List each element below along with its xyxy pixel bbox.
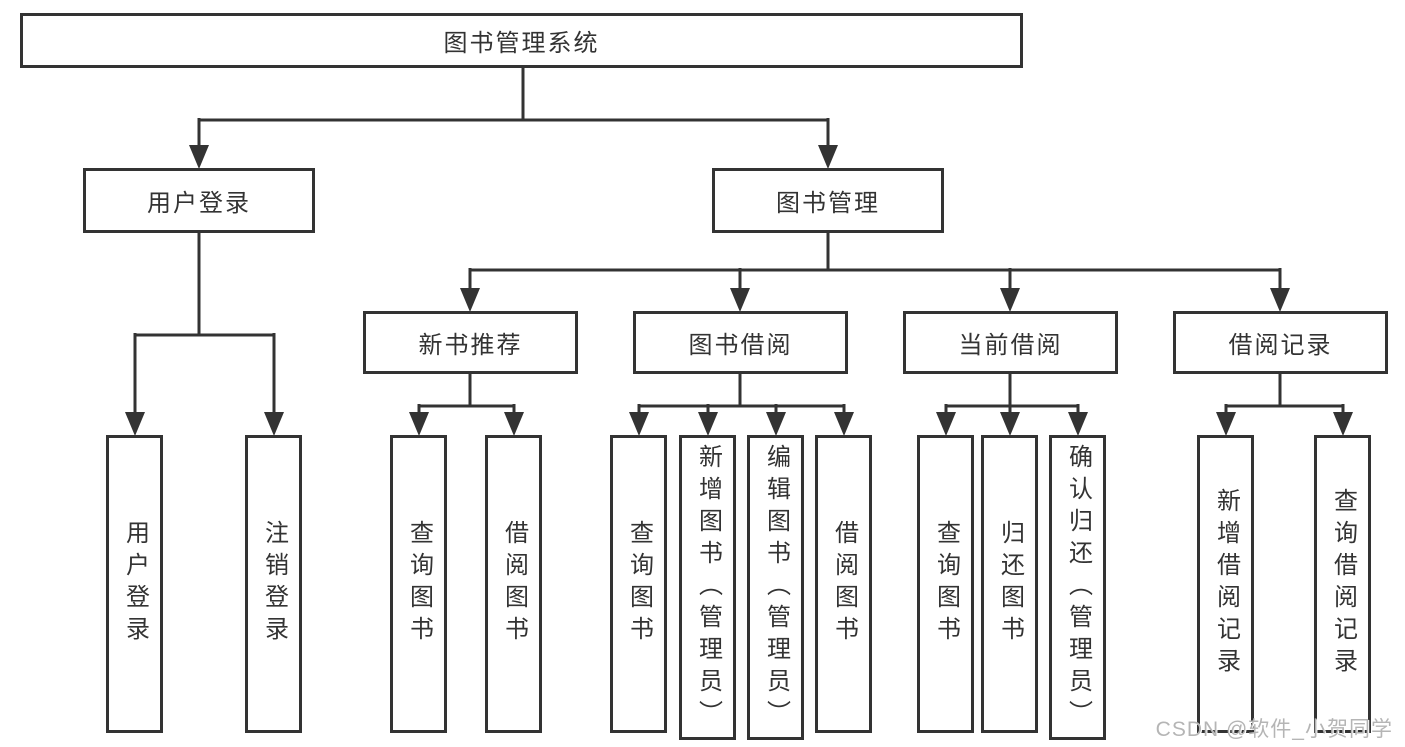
node-user-login: 用户登录 (83, 168, 315, 233)
node-root-label: 图书管理系统 (443, 30, 600, 57)
leaf-edit-books-admin: 编辑图书（管理员） (747, 435, 804, 740)
leaf-return-books: 归还图书 (981, 435, 1038, 733)
leaf-add-books-admin: 新增图书（管理员） (679, 435, 736, 740)
leaf-add-borrow-record: 新增借阅记录 (1197, 435, 1254, 733)
leaf-logout-label: 注销登录 (260, 520, 288, 648)
node-root-system: 图书管理系统 (20, 13, 1023, 68)
leaf-query-borrow-record-label: 查询借阅记录 (1329, 488, 1357, 680)
node-new-book-recommend: 新书推荐 (363, 311, 578, 374)
leaf-borrow-books-recommend-label: 借阅图书 (500, 520, 528, 648)
leaf-confirm-return-admin: 确认归还（管理员） (1049, 435, 1106, 740)
leaf-borrow-books-recommend: 借阅图书 (485, 435, 542, 733)
leaf-return-books-label: 归还图书 (996, 520, 1024, 648)
leaf-query-books-borrow-label: 查询图书 (625, 520, 653, 648)
leaf-query-books-borrow: 查询图书 (610, 435, 667, 733)
leaf-query-books-current: 查询图书 (917, 435, 974, 733)
leaf-confirm-return-admin-label: 确认归还（管理员） (1064, 443, 1092, 732)
leaf-logout: 注销登录 (245, 435, 302, 733)
leaf-query-books-recommend: 查询图书 (390, 435, 447, 733)
leaf-borrow-books: 借阅图书 (815, 435, 872, 733)
leaf-query-borrow-record: 查询借阅记录 (1314, 435, 1371, 733)
node-book-borrow: 图书借阅 (633, 311, 848, 374)
arrowheads (125, 145, 1353, 436)
leaf-query-books-recommend-label: 查询图书 (405, 520, 433, 648)
node-current-borrow: 当前借阅 (903, 311, 1118, 374)
leaf-query-books-current-label: 查询图书 (932, 520, 960, 648)
leaf-edit-books-admin-label: 编辑图书（管理员） (762, 443, 790, 732)
node-new-book-recommend-label: 新书推荐 (418, 332, 523, 359)
node-book-borrow-label: 图书借阅 (688, 332, 793, 359)
node-user-login-label: 用户登录 (147, 190, 251, 217)
node-borrow-record-label: 借阅记录 (1228, 332, 1333, 359)
leaf-add-borrow-record-label: 新增借阅记录 (1212, 488, 1240, 680)
node-current-borrow-label: 当前借阅 (958, 332, 1063, 359)
node-book-management: 图书管理 (712, 168, 944, 233)
leaf-borrow-books-label: 借阅图书 (830, 520, 858, 648)
node-book-management-label: 图书管理 (776, 190, 880, 217)
watermark: CSDN @软件_小贺同学 (1155, 718, 1393, 741)
leaf-add-books-admin-label: 新增图书（管理员） (694, 443, 722, 732)
leaf-user-login: 用户登录 (106, 435, 163, 733)
node-borrow-record: 借阅记录 (1173, 311, 1388, 374)
leaf-user-login-label: 用户登录 (121, 520, 149, 648)
